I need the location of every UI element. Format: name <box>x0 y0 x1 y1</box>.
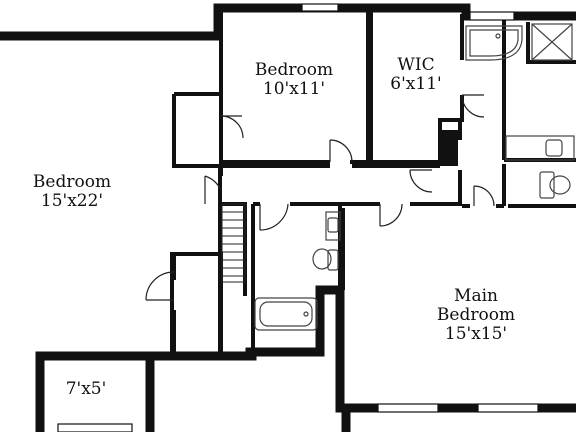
solid-wall-blocks <box>170 130 458 354</box>
room-dims-wic: 6'x11' <box>390 74 441 94</box>
room-dims-main: 15'x15' <box>445 324 507 344</box>
room-name-wic: WIC <box>397 55 434 75</box>
interior-walls <box>172 10 576 352</box>
windows <box>57 3 539 432</box>
room-name-main-line1: Main <box>454 286 498 306</box>
vanity-right <box>505 135 575 161</box>
room-name-bedroom-top: Bedroom <box>255 60 333 80</box>
door-swings <box>145 94 495 301</box>
room-dims-bedroom-left: 15'x22' <box>41 191 103 211</box>
bathtub-right <box>465 25 523 61</box>
room-dims-bedroom-top: 10'x11' <box>263 79 325 99</box>
bathtub-middle <box>254 297 318 331</box>
room-name-bedroom-left: Bedroom <box>33 172 111 192</box>
vanity-middle <box>325 211 341 241</box>
toilet-middle <box>312 248 339 271</box>
room-dims-closet-small: 7'x5' <box>66 379 107 399</box>
shower <box>531 23 573 61</box>
staircase <box>221 203 246 283</box>
exterior-walls <box>0 3 576 432</box>
room-name-main-line2: Bedroom <box>437 305 515 325</box>
toilet-right <box>539 171 571 199</box>
